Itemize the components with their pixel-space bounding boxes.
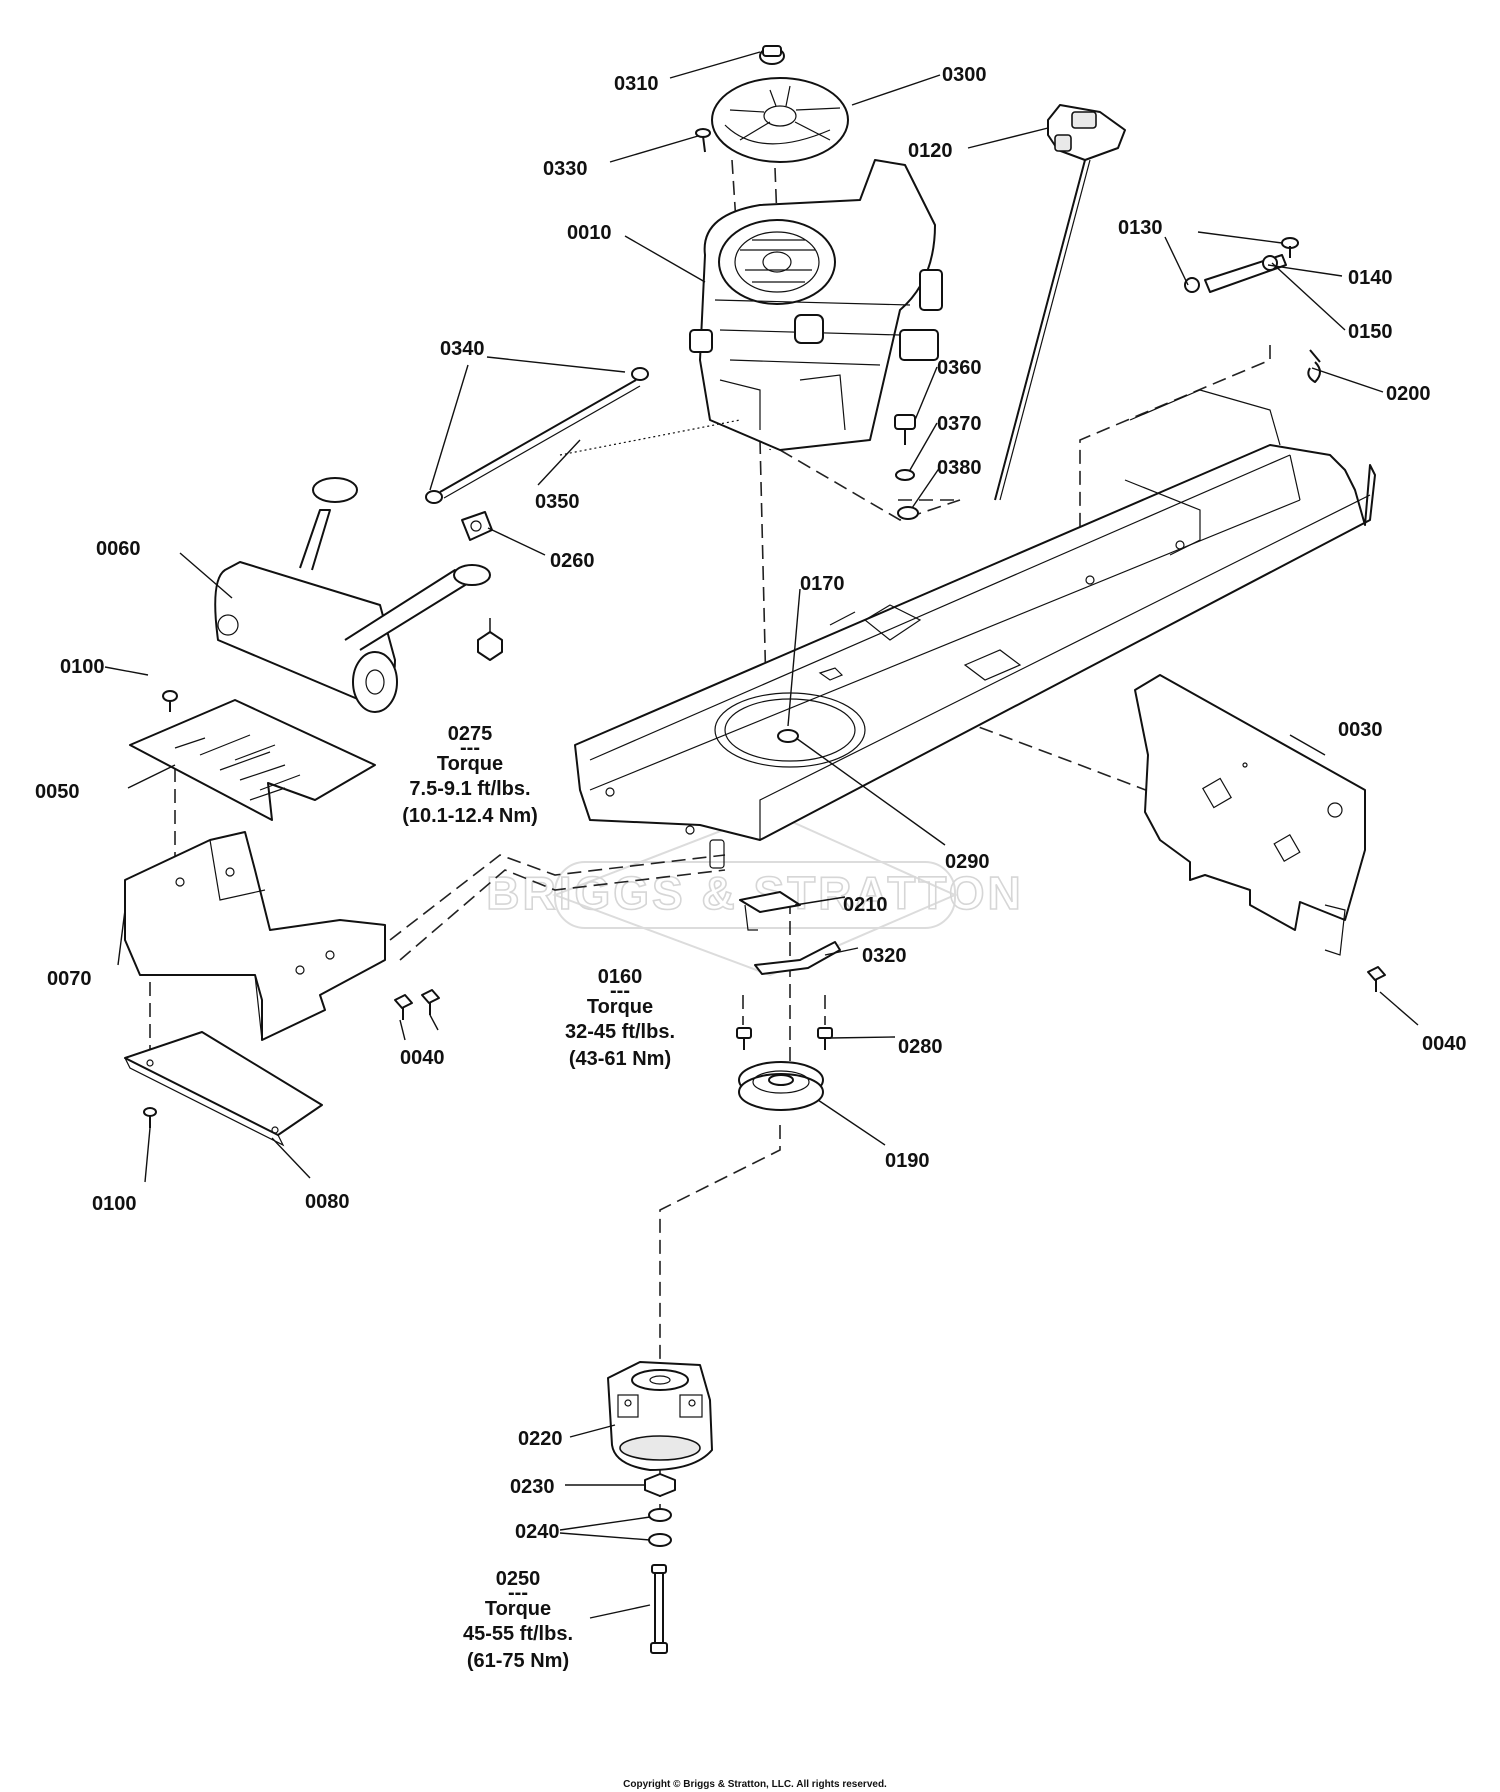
part-0100-screw-b [143, 1107, 157, 1128]
torque-0160-metric: (43-61 Nm) [569, 1048, 671, 1070]
callout-0310: 0310 [614, 73, 659, 95]
torque-0275-part: 0275 [448, 723, 493, 745]
torque-0275-metric: (10.1-12.4 Nm) [402, 805, 538, 827]
callout-0050: 0050 [35, 781, 80, 803]
callout-0350: 0350 [535, 491, 580, 513]
torque-note-0160: 0160 --- Torque 32-45 ft/lbs. (43-61 Nm) [565, 966, 675, 1070]
torque-0275-label: Torque [437, 753, 503, 775]
callout-0080: 0080 [305, 1191, 350, 1213]
part-0060-muffler [214, 477, 491, 713]
callout-0140: 0140 [1348, 267, 1393, 289]
part-0130-0150-linkage [1184, 237, 1321, 383]
part-0050-heat-shield [129, 699, 376, 821]
callout-0210: 0210 [843, 894, 888, 916]
torque-0250-sep: --- [508, 1582, 528, 1604]
callout-0170: 0170 [800, 573, 845, 595]
callout-0320: 0320 [862, 945, 907, 967]
part-0330-screw [695, 128, 711, 153]
part-0220-clutch [607, 1361, 713, 1471]
callout-0010: 0010 [567, 222, 612, 244]
part-0210-0320-guides [739, 891, 841, 975]
callout-0260: 0260 [550, 550, 595, 572]
callout-0380: 0380 [937, 457, 982, 479]
torque-0250-label: Torque [485, 1598, 551, 1620]
part-0120-dipstick [994, 104, 1126, 501]
torque-0160-label: Torque [587, 996, 653, 1018]
callout-0360: 0360 [937, 357, 982, 379]
part-0310-nut [759, 45, 785, 65]
part-0100-screw-a [162, 690, 178, 712]
watermark-text: BRIGGS & STRATTON [486, 867, 1023, 919]
callout-0280: 0280 [898, 1036, 943, 1058]
leader-lines [104, 51, 1419, 1619]
callout-0150: 0150 [1348, 321, 1393, 343]
torque-0250-imperial: 45-55 ft/lbs. [463, 1623, 573, 1645]
part-0230-0240-washers [644, 1473, 676, 1547]
part-0250-bolt [650, 1564, 668, 1654]
callout-0340: 0340 [440, 338, 485, 360]
part-0030-side-panel [1134, 674, 1366, 956]
callout-0060: 0060 [96, 538, 141, 560]
callout-labels: 0310 0300 0330 0120 0010 0130 0140 0150 … [35, 64, 1467, 1543]
assembly-lines [149, 159, 1271, 1525]
part-0340-0350-rod [425, 367, 741, 504]
part-0300-blower-cover [711, 77, 849, 163]
callout-0230: 0230 [510, 1476, 555, 1498]
part-0190-pulley [738, 1061, 824, 1111]
torque-0160-sep: --- [610, 980, 630, 1002]
callout-0370: 0370 [937, 413, 982, 435]
part-0080-plate [124, 1031, 323, 1147]
torque-0160-part: 0160 [598, 966, 643, 988]
torque-note-0275: 0275 --- Torque 7.5-9.1 ft/lbs. (10.1-12… [402, 723, 538, 827]
callout-0240: 0240 [515, 1521, 560, 1543]
part-0070-bracket [124, 831, 386, 1041]
part-0040-bolt-b [1367, 966, 1386, 992]
part-0010-engine [689, 159, 943, 451]
torque-note-0250: 0250 --- Torque 45-55 ft/lbs. (61-75 Nm) [463, 1568, 573, 1672]
part-0275-nut [477, 631, 503, 661]
part-0260-gasket [461, 511, 493, 541]
torque-0275-sep: --- [460, 737, 480, 759]
callout-0300: 0300 [942, 64, 987, 86]
callout-0100a: 0100 [60, 656, 105, 678]
torque-0250-metric: (61-75 Nm) [467, 1650, 569, 1672]
callout-0100b: 0100 [92, 1193, 137, 1215]
part-0360-0380-bolt-washers [894, 414, 919, 520]
copyright-text: Copyright © Briggs & Stratton, LLC. All … [623, 1779, 887, 1790]
callout-0130: 0130 [1118, 217, 1163, 239]
callout-0040a: 0040 [400, 1047, 445, 1069]
torque-0160-imperial: 32-45 ft/lbs. [565, 1021, 675, 1043]
callout-0030: 0030 [1338, 719, 1383, 741]
callout-0190: 0190 [885, 1150, 930, 1172]
callout-0070: 0070 [47, 968, 92, 990]
callout-0330: 0330 [543, 158, 588, 180]
callout-0040b: 0040 [1422, 1033, 1467, 1055]
callout-0200: 0200 [1386, 383, 1431, 405]
watermark: BRIGGS & STRATTON [485, 810, 1023, 977]
callout-0120: 0120 [908, 140, 953, 162]
torque-0250-part: 0250 [496, 1568, 541, 1590]
part-0160-0280-bolts [736, 1027, 833, 1050]
callout-0220: 0220 [518, 1428, 563, 1450]
torque-0275-imperial: 7.5-9.1 ft/lbs. [409, 778, 530, 800]
part-frame [574, 389, 1376, 869]
part-0040-bolts-a [394, 989, 440, 1020]
callout-0290: 0290 [945, 851, 990, 873]
